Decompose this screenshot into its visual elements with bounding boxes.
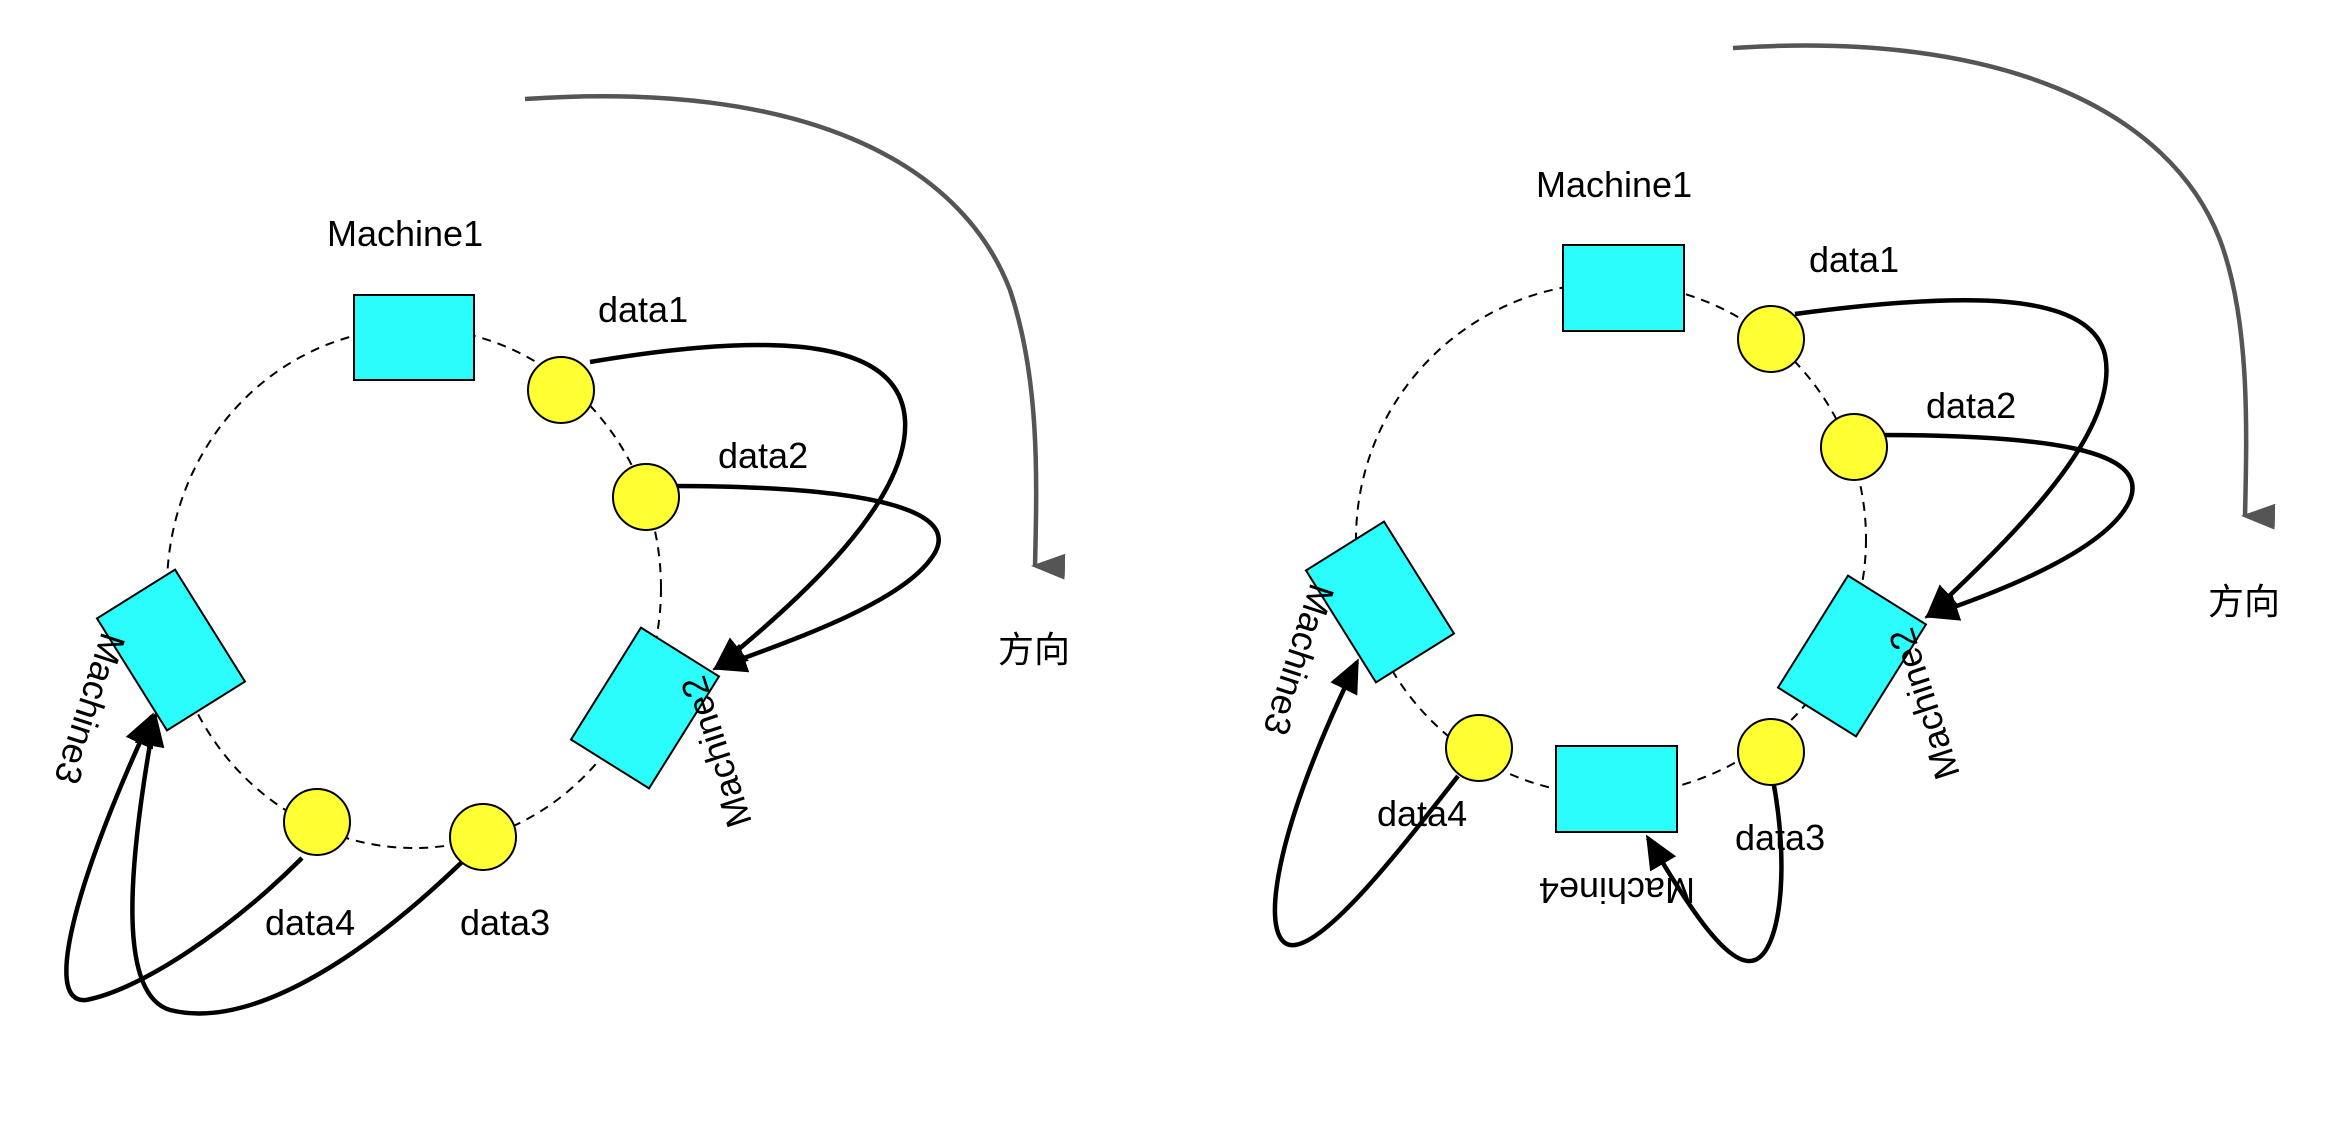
- data3-node: [1737, 718, 1805, 786]
- machine3-node: [1304, 520, 1456, 684]
- machine1-node: [353, 294, 475, 381]
- machine3-node: [95, 568, 247, 732]
- data1-label: data1: [1809, 239, 1899, 280]
- link-data4-to-machine3: [64, 712, 304, 1003]
- data4-label: data4: [265, 902, 355, 943]
- machine2-label: Machine2: [672, 671, 759, 832]
- data4-node: [283, 788, 351, 856]
- link-data3-to-machine3: [130, 712, 464, 1016]
- machine2-label: Machine2: [1880, 623, 1967, 784]
- machine3-label: Machine3: [46, 628, 133, 789]
- data3-label: data3: [460, 902, 550, 943]
- link-data1-to-machine2: [589, 342, 908, 671]
- machine2-node: [1776, 574, 1928, 738]
- data2-node: [612, 463, 680, 531]
- data1-node: [1737, 305, 1805, 373]
- direction-arrow: [1732, 43, 2276, 530]
- machine1-label: Machine1: [1536, 164, 1692, 205]
- data2-label: data2: [718, 435, 808, 476]
- machine1-node: [1562, 244, 1685, 332]
- data1-node: [527, 356, 595, 424]
- link-data1-to-machine2: [1794, 297, 2109, 619]
- data2-label: data2: [1926, 385, 2016, 426]
- diagram-left: Machine1 Machine2 Machine3 data1 data2 d…: [46, 94, 1070, 1016]
- link-data4-to-machine3: [1272, 658, 1460, 948]
- data2-node: [1820, 413, 1888, 481]
- direction-label: 方向: [998, 629, 1070, 670]
- data4-node: [1445, 714, 1513, 782]
- link-data2-to-machine2: [669, 483, 941, 673]
- diagram-right: Machine1 Machine2 Machine3 Machine4 data…: [1255, 43, 2280, 964]
- machine1-label: Machine1: [327, 213, 483, 254]
- data1-label: data1: [598, 289, 688, 330]
- machine4-node: [1555, 745, 1678, 833]
- machine4-label: Machine4: [1539, 870, 1695, 911]
- link-data2-to-machine2: [1874, 432, 2135, 621]
- data3-label: data3: [1735, 817, 1825, 858]
- data3-node: [449, 803, 517, 871]
- machine2-node: [569, 626, 721, 790]
- direction-arrow: [524, 94, 1066, 580]
- link-data3-to-machine4: [1645, 779, 1784, 964]
- hash-ring: [166, 327, 662, 849]
- direction-label: 方向: [2208, 581, 2280, 622]
- data4-label: data4: [1377, 793, 1467, 834]
